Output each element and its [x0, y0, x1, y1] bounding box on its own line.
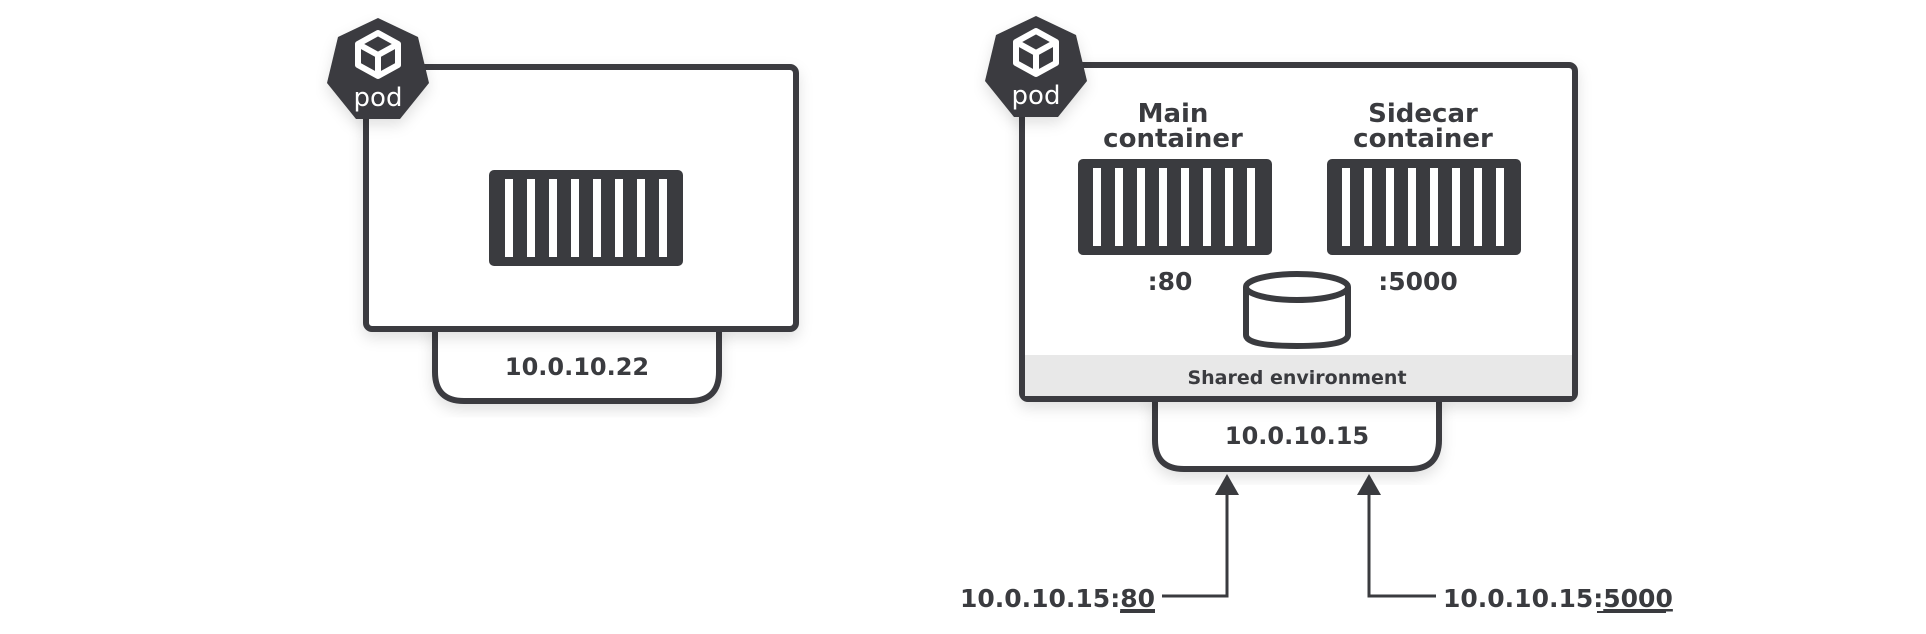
endpoint-port: 80: [1120, 584, 1155, 613]
pod-single-container: 10.0.10.22 pod: [327, 18, 799, 404]
pod-box: [1019, 62, 1578, 402]
pod-badge: pod: [327, 18, 429, 119]
pod-ip-tab: [1152, 390, 1442, 472]
main-container-title-line2: container: [1103, 124, 1243, 154]
endpoint-ip: 10.0.10.15:: [960, 584, 1120, 613]
container-stripes: [505, 179, 667, 257]
main-container-port: :80: [1148, 267, 1193, 296]
pod-badge: pod: [985, 16, 1087, 117]
sidecar-container-title-line2: container: [1353, 124, 1493, 154]
arrow-to-port-5000: [1357, 474, 1436, 598]
pod-badge-label: pod: [354, 83, 403, 113]
container-icon: [489, 170, 683, 266]
sidecar-container-title-line1: Sidecar: [1368, 99, 1478, 129]
arrow-head-icon: [1215, 474, 1239, 495]
endpoint-label-80: 10.0.10.15:80: [960, 584, 1155, 613]
pod-with-sidecar: 10.0.10.15 Shared environment Main conta…: [960, 16, 1673, 613]
pod-badge-label: pod: [1012, 81, 1061, 111]
main-container-icon: [1078, 159, 1272, 255]
shared-environment-label: Shared environment: [1187, 367, 1406, 389]
pod-ip-tab: [432, 320, 722, 404]
arrow-to-port-80: [1162, 474, 1239, 598]
sidecar-container-icon: [1327, 159, 1521, 255]
main-container-title-line1: Main: [1138, 99, 1209, 129]
endpoint-label-5000: 10.0.10.15:5000: [1443, 584, 1673, 613]
arrow-head-icon: [1357, 474, 1381, 495]
endpoint-ip: 10.0.10.15:: [1443, 584, 1603, 613]
endpoint-port: 5000: [1603, 584, 1673, 613]
sidecar-container-port: :5000: [1378, 267, 1458, 296]
database-cylinder-icon: [1243, 271, 1351, 350]
cube-icon: [1013, 28, 1059, 77]
pod-ip-label: 10.0.10.15: [1225, 422, 1369, 450]
pod-ip-label: 10.0.10.22: [505, 353, 649, 381]
cube-icon: [355, 30, 401, 79]
shared-environment-band: [1025, 355, 1572, 396]
